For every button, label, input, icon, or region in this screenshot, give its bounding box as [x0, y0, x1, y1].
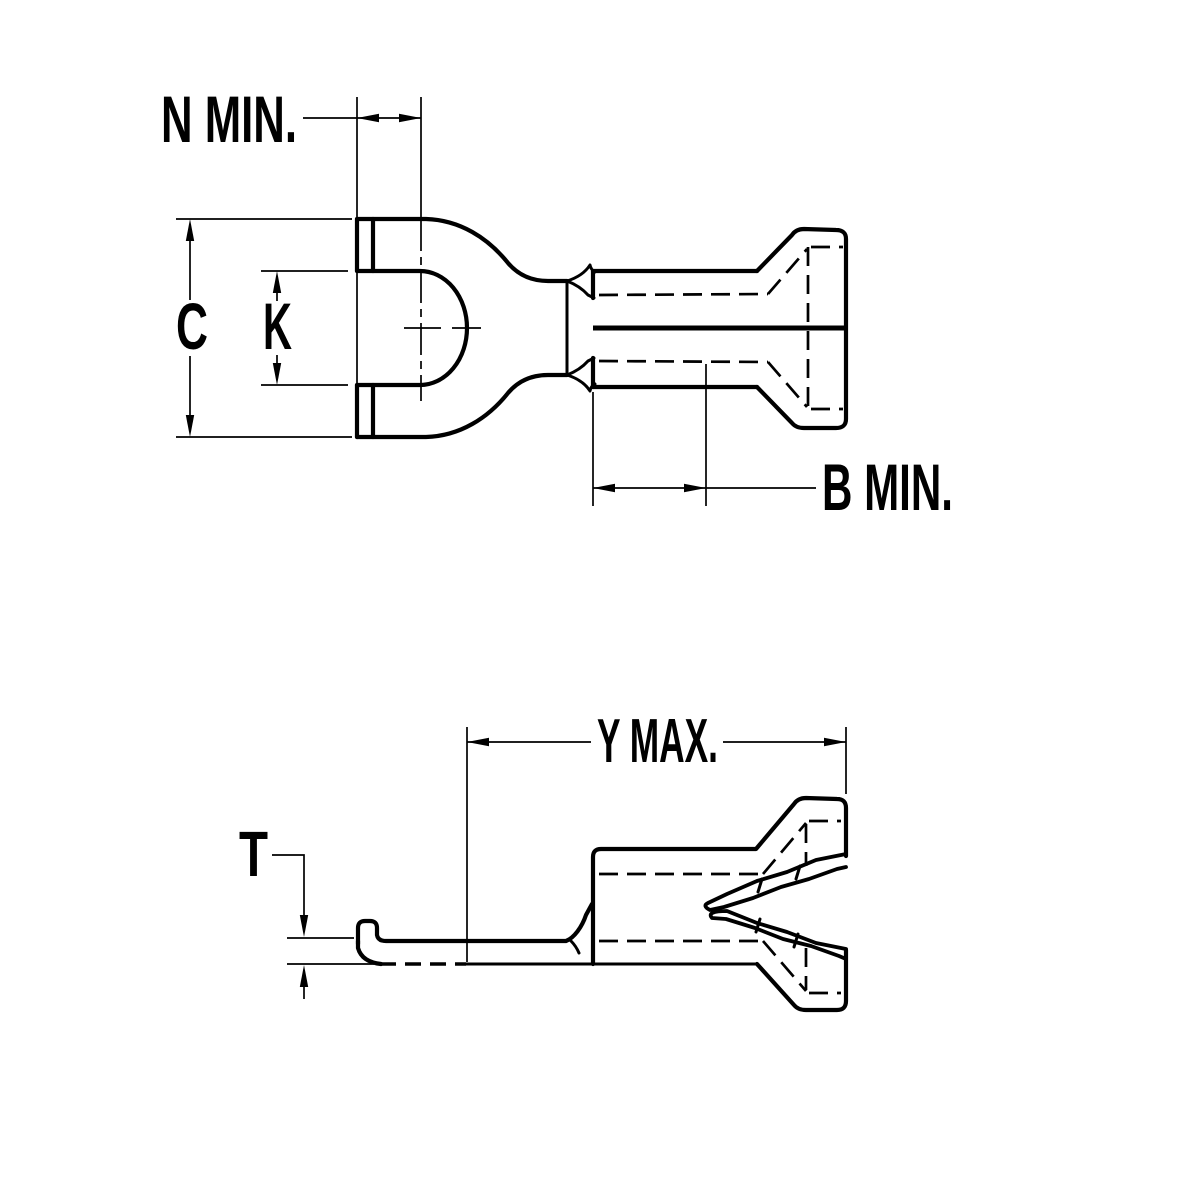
barrel-mouth-cusp-bottom: [565, 356, 597, 393]
dimension-n-min: N MIN.: [161, 82, 421, 156]
bell-inner-hidden-diag-bottom: [766, 361, 809, 408]
n-arrowhead-left: [357, 113, 379, 123]
k-arrowhead-top: [272, 271, 282, 293]
t-arrowhead-up: [299, 965, 309, 987]
side-view-fork-terminal: [355, 795, 849, 1013]
bell-inner-hidden-diag-top: [766, 248, 809, 295]
b-arrowhead-right: [684, 483, 706, 493]
b-arrowhead-left: [593, 483, 615, 493]
n-arrowhead-right: [399, 113, 421, 123]
t-leader-line: [272, 854, 305, 916]
side-bell-hidden-diag-top: [761, 822, 808, 875]
side-view-hidden-lines: [380, 819, 841, 995]
dimension-y-max: Y MAX.: [466, 707, 847, 962]
top-view-fork-terminal: [354, 97, 849, 440]
y-arrowhead-left: [467, 737, 489, 747]
lower-wing-cut-ticks: [754, 917, 800, 949]
k-label: K: [263, 289, 292, 363]
transition-flash-cusp: [569, 939, 581, 955]
y-max-label: Y MAX.: [597, 707, 718, 776]
top-view-outline: [354, 216, 849, 440]
c-arrowhead-bottom: [185, 415, 195, 437]
t-arrowhead-down: [299, 915, 309, 937]
dimension-k: K: [261, 270, 348, 386]
tip-lip-and-tongue-top: [355, 901, 595, 947]
bell-bottom-and-flare-bottom: [754, 947, 849, 1013]
upper-wing-cut-edge: [703, 852, 848, 912]
n-min-label: N MIN.: [161, 82, 297, 156]
fork-tine-end-faces: [354, 216, 376, 440]
k-arrowhead-bottom: [272, 363, 282, 385]
side-bell-hidden-diag-bottom: [761, 940, 808, 992]
dimension-c: C: [176, 218, 352, 438]
top-view-hidden-lines: [598, 245, 843, 411]
y-arrowhead-right: [824, 737, 846, 747]
side-view-outline: [355, 795, 849, 1013]
fork-outer-bottom-edge: [354, 372, 570, 440]
t-label: T: [239, 818, 268, 890]
fork-outer-top-edge: [354, 216, 570, 284]
b-min-label: B MIN.: [822, 450, 953, 524]
c-label: C: [176, 289, 208, 363]
dimension-t: T: [239, 818, 374, 999]
barrel-front-and-top-and-bell-top: [590, 795, 849, 967]
tip-curl-bottom: [355, 938, 384, 967]
lower-wing-cut-edge: [708, 909, 848, 961]
barrel-inner-hidden-bottom: [598, 359, 769, 364]
barrel-inner-hidden-top: [598, 292, 769, 297]
barrel-mouth-cusp-top: [565, 263, 597, 300]
upper-wing-cut-ticks: [756, 864, 802, 894]
v-notch-cut: [703, 852, 848, 961]
fork-slot-inner-edge: [354, 268, 470, 388]
dimension-b-min: B MIN.: [592, 364, 953, 524]
c-arrowhead-top: [185, 219, 195, 241]
